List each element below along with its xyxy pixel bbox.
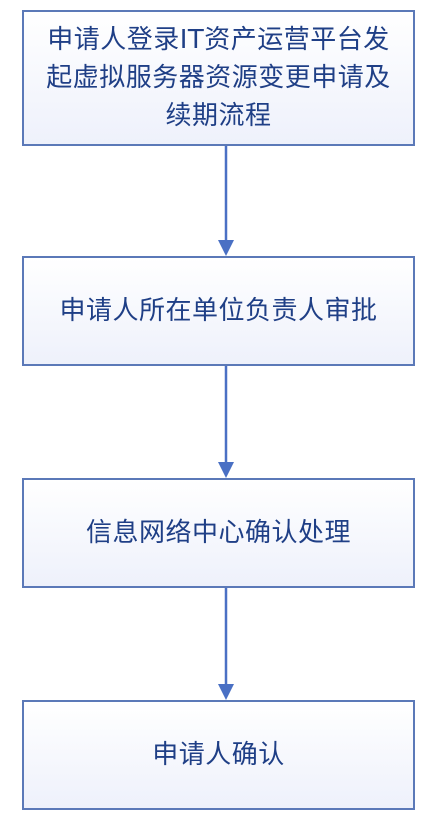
flow-step-2: 申请人所在单位负责人审批 (22, 256, 415, 366)
flow-step-4: 申请人确认 (22, 700, 415, 810)
flow-step-2-label: 申请人所在单位负责人审批 (59, 296, 378, 326)
flow-step-3: 信息网络中心确认处理 (22, 478, 415, 588)
flow-step-4-label: 申请人确认 (152, 740, 285, 770)
arrow-step3-to-step4 (218, 588, 234, 700)
arrow-step2-to-step3 (218, 366, 234, 478)
flow-step-1: 申请人登录IT资产运营平台发起虚拟服务器资源变更申请及续期流程 (22, 10, 415, 146)
arrow-step1-to-step2 (218, 146, 234, 256)
flow-step-3-label: 信息网络中心确认处理 (85, 518, 351, 548)
flow-step-1-label: 申请人登录IT资产运营平台发起虚拟服务器资源变更申请及续期流程 (46, 25, 391, 131)
